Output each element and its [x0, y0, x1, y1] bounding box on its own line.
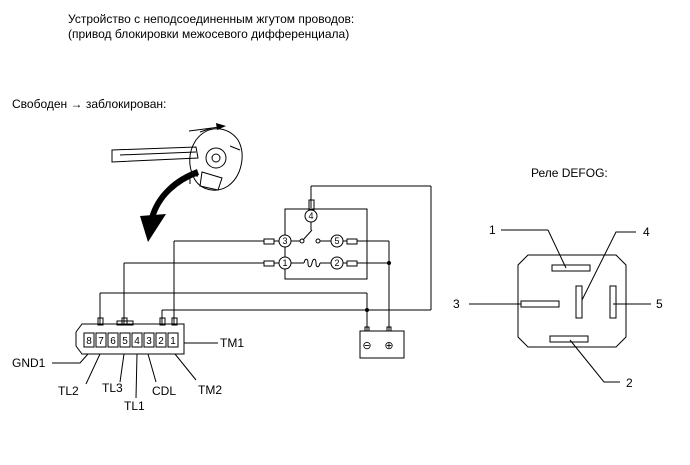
- relay-terminal-5: 5: [656, 297, 663, 311]
- connector-pin-4: 4: [134, 336, 140, 347]
- connector-pin-6: 6: [110, 336, 116, 347]
- label-tm1: TM1: [220, 336, 244, 350]
- relay-pin-4: [304, 209, 318, 223]
- relay-pin-5-label: 5: [334, 236, 339, 246]
- label-tl1: TL1: [124, 399, 145, 413]
- relay-pin-3-label: 3: [282, 236, 287, 246]
- battery-positive: ⊕: [384, 340, 393, 352]
- connector-pin-3: 3: [146, 336, 152, 347]
- relay-pin-5: [330, 234, 344, 248]
- relay-terminal-2: 2: [626, 376, 633, 390]
- connector-body: [75, 317, 185, 355]
- relay-pin-3: [278, 234, 292, 248]
- label-cdl: CDL: [152, 384, 176, 398]
- relay-pin-2: [330, 256, 344, 270]
- relay-terminal-4: 4: [643, 225, 650, 239]
- relay-title: Реле DEFOG:: [531, 166, 608, 180]
- header-line-1: Устройство с неподсоединенным жгутом про…: [68, 12, 355, 26]
- relay-terminal-3: 3: [453, 297, 460, 311]
- label-tm2: TM2: [198, 383, 222, 397]
- relay-pin-1: [278, 256, 292, 270]
- relay-pin-1-label: 1: [282, 258, 287, 268]
- connector-pin-7: 7: [98, 336, 104, 347]
- battery: [359, 330, 405, 359]
- curved-arrow-icon: [140, 169, 200, 242]
- relay-pin-2-label: 2: [334, 258, 339, 268]
- relay-pin-4-label: 4: [308, 211, 313, 221]
- header-line-2: (привод блокировки межосевого дифференци…: [68, 27, 350, 41]
- connector-pin-5: 5: [122, 336, 128, 347]
- connector-pin-2: 2: [158, 336, 164, 347]
- label-tl2: TL2: [58, 384, 79, 398]
- relay-terminal-1: 1: [489, 223, 496, 237]
- label-gnd1: GND1: [12, 356, 46, 370]
- label-tl3: TL3: [102, 381, 123, 395]
- defog-relay-diagram: [469, 229, 651, 383]
- connector-pin-1: 1: [170, 336, 176, 347]
- battery-negative: ⊖: [362, 340, 371, 352]
- connector-pin-8: 8: [86, 336, 92, 347]
- direction-arrow-icon: [188, 123, 226, 132]
- state-label: Свободен → заблокирован:: [12, 97, 167, 111]
